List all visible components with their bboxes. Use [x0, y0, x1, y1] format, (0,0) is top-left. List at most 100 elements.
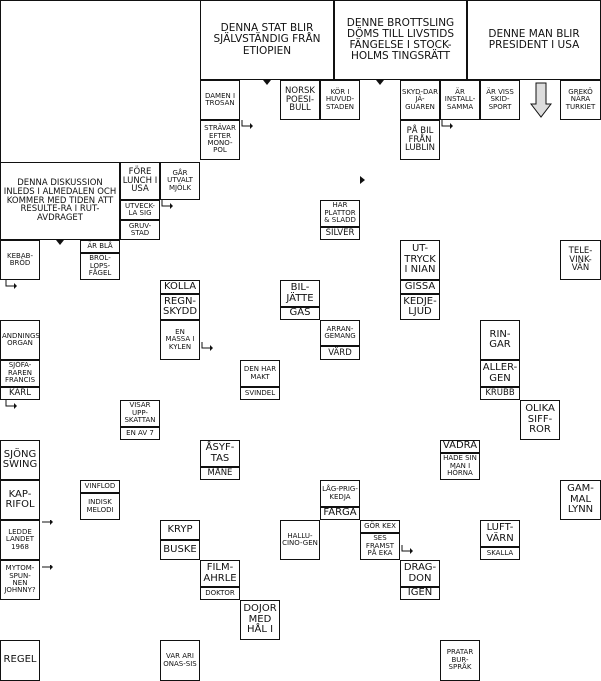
- clue-text: UTVECK-LA SIG: [125, 201, 155, 217]
- clue-strav[interactable]: STRÄVAR EFTER MONO-POL: [200, 120, 240, 160]
- clue-vinflod[interactable]: VINFLOD: [80, 480, 120, 493]
- clue-hade[interactable]: HADE SIN MAN I HÖRNA: [440, 453, 480, 480]
- clue-text: LÅG-PRIG-KEDJA: [322, 485, 358, 501]
- hook-arrow-icon: [201, 342, 213, 351]
- clue-biljatte[interactable]: BIL-JÄTTE: [280, 280, 320, 307]
- clue-brottsling[interactable]: DENNE BROTTSLING DÖMS TILL LIVSTIDS FÄNG…: [334, 0, 467, 80]
- clue-text: KÖR I HUVUD-STADEN: [325, 87, 355, 111]
- clue-text: ÄR VISS SKID-SPORT: [486, 87, 514, 111]
- clue-svindel[interactable]: SVINDEL: [240, 387, 280, 400]
- clue-ar-bla[interactable]: ÄR BLÅ: [80, 240, 120, 253]
- clue-asyf[interactable]: ÅSYF-TAS: [200, 440, 240, 467]
- clue-text: LUFT-VÄRN: [486, 522, 514, 544]
- clue-norsk[interactable]: NORSK POESI-BULL: [280, 80, 320, 120]
- clue-skyddar[interactable]: SKYD-DAR JÄ-GUAREN: [400, 80, 440, 120]
- clue-text: RIN-GAR: [489, 328, 511, 350]
- clue-text: IGEN: [407, 587, 433, 599]
- clue-text: ARRAN-GEMANG: [324, 324, 356, 340]
- clue-dojor[interactable]: DOJOR MED HÅL I: [240, 600, 280, 640]
- clue-doktor[interactable]: DOKTOR: [200, 587, 240, 600]
- clue-silver[interactable]: SILVER: [320, 227, 360, 240]
- big-down-arrow-icon: [530, 82, 552, 118]
- clue-damen[interactable]: DAMEN I TROSAN: [200, 80, 240, 120]
- clue-regel[interactable]: REGEL: [0, 640, 40, 681]
- clue-gar[interactable]: GÅR UTVALT MJÖLK: [160, 162, 200, 200]
- clue-sjofar[interactable]: SJÖFA-RAREN FRANCIS: [0, 360, 40, 387]
- clue-uttryck[interactable]: UT-TRYCK I NIAN: [400, 240, 440, 280]
- clue-mytom[interactable]: MYTOM-SPUN-NEN JOHNNY?: [0, 560, 40, 600]
- clue-har-plattor[interactable]: HAR PLATTOR & SLADD: [320, 200, 360, 227]
- clue-text: VÄRD: [328, 347, 352, 358]
- clue-fore[interactable]: FÖRE LUNCH I USA: [120, 162, 160, 200]
- clue-kedje[interactable]: KEDJE-LJUD: [400, 294, 440, 320]
- clue-gas[interactable]: GAS: [280, 307, 320, 320]
- clue-vard[interactable]: VÄRD: [320, 346, 360, 360]
- clue-text: HAR PLATTOR & SLADD: [324, 201, 356, 225]
- clue-gissa[interactable]: GISSA: [400, 280, 440, 294]
- clue-kolla[interactable]: KOLLA: [160, 280, 200, 294]
- clue-arrang[interactable]: ARRAN-GEMANG: [320, 320, 360, 346]
- clue-text: MYTOM-SPUN-NEN JOHNNY?: [4, 564, 36, 595]
- clue-sjong[interactable]: SJÖNG SWING: [0, 440, 40, 480]
- clue-kor[interactable]: KÖR I HUVUD-STADEN: [320, 80, 360, 120]
- clue-ringar[interactable]: RIN-GAR: [480, 320, 520, 360]
- clue-pratar[interactable]: PRATAR BUR-SPRÅK: [440, 640, 480, 681]
- clue-krubb[interactable]: KRUBB: [480, 387, 520, 400]
- clue-film[interactable]: FILM-AHRLE: [200, 560, 240, 587]
- clue-andnings[interactable]: ANDNINGS-ORGAN: [0, 320, 40, 360]
- clue-skalla[interactable]: SKALLA: [480, 547, 520, 560]
- clue-text: DENNE BROTTSLING DÖMS TILL LIVSTIDS FÄNG…: [346, 16, 455, 63]
- clue-diskussion[interactable]: DENNA DISKUSSION INLEDS I ALMEDALEN OCH …: [0, 162, 120, 240]
- empty-corner: [0, 0, 200, 162]
- clue-karl[interactable]: KÄRL: [0, 387, 40, 400]
- clue-text: KEBAB-BRÖD: [7, 251, 33, 267]
- clue-kebab[interactable]: KEBAB-BRÖD: [0, 240, 40, 280]
- clue-denna-stat[interactable]: DENNA STAT BLIR SJÄLVSTÄNDIG FRÅN ETIOPI…: [200, 0, 334, 80]
- clue-indisk[interactable]: INDISK MELODI: [80, 493, 120, 520]
- clue-regn[interactable]: REGN-SKYDD: [160, 294, 200, 320]
- clue-text: UT-TRYCK I NIAN: [404, 243, 436, 276]
- clue-text: FILM-AHRLE: [203, 562, 237, 584]
- clue-vadra[interactable]: VÄDRA: [440, 440, 480, 453]
- clue-ar-install[interactable]: ÄR INSTALL-SAMMA: [440, 80, 480, 120]
- clue-utveck[interactable]: UTVECK-LA SIG: [120, 200, 160, 220]
- clue-gruv[interactable]: GRUV-STAD: [120, 220, 160, 240]
- clue-pa-bil[interactable]: PÅ BIL FRÅN LUBLIN: [400, 120, 440, 160]
- clue-visar[interactable]: VISAR UPP-SKATTAN: [120, 400, 160, 427]
- clue-halluc[interactable]: HALLU-CINO-GEN: [280, 520, 320, 560]
- clue-ledde[interactable]: LEDDE LANDET 1968: [0, 520, 40, 560]
- hook-arrow-icon: [241, 120, 253, 129]
- clue-text: BIL-JÄTTE: [286, 282, 314, 304]
- clue-olika[interactable]: OLIKA SIFF-ROR: [520, 400, 560, 440]
- clue-gammal[interactable]: GAM-MAL LYNN: [560, 480, 601, 520]
- clue-text: KRYP: [167, 523, 193, 535]
- clue-denne-man[interactable]: DENNE MAN BLIR PRESIDENT I USA: [467, 0, 601, 80]
- clue-text: BUSKE: [163, 543, 197, 555]
- clue-mane[interactable]: MÅNE: [200, 467, 240, 480]
- clue-viss[interactable]: ÄR VISS SKID-SPORT: [480, 80, 520, 120]
- clue-luft[interactable]: LUFT-VÄRN: [480, 520, 520, 547]
- clue-kap[interactable]: KAP-RIFOL: [0, 480, 40, 520]
- clue-igen[interactable]: IGEN: [400, 587, 440, 600]
- clue-ses[interactable]: SES FRAMST PÅ EKA: [360, 533, 400, 560]
- clue-televink[interactable]: TELE-VINK-VÄN: [560, 240, 601, 280]
- clue-en-av-7[interactable]: EN AV 7: [120, 427, 160, 440]
- clue-farga[interactable]: FÄRGA: [320, 507, 360, 520]
- clue-text: INDISK MELODI: [86, 498, 114, 514]
- clue-text: BRÖL-LOPS-FÅGEL: [88, 254, 112, 278]
- clue-gor-kex[interactable]: GÖR KEX: [360, 520, 400, 533]
- clue-text: GREKÖ NÄRA TURKIET: [565, 87, 596, 111]
- clue-aller[interactable]: ALLER-GEN: [480, 360, 520, 387]
- clue-massa[interactable]: EN MASSA I KYLEN: [160, 320, 200, 360]
- clue-buske[interactable]: BUSKE: [160, 540, 200, 560]
- clue-brol[interactable]: BRÖL-LOPS-FÅGEL: [80, 253, 120, 280]
- clue-lagprig[interactable]: LÅG-PRIG-KEDJA: [320, 480, 360, 507]
- clue-den-har[interactable]: DEN HAR MAKT: [240, 360, 280, 387]
- clue-text: FÖRE LUNCH I USA: [122, 166, 158, 195]
- clue-var-ari[interactable]: VAR ARI ONAS-SIS: [160, 640, 200, 681]
- clue-dragdon[interactable]: DRAG-DON: [400, 560, 440, 587]
- clue-text: GAS: [289, 307, 311, 319]
- clue-text: ÅSYF-TAS: [205, 442, 235, 464]
- clue-greko[interactable]: GREKÖ NÄRA TURKIET: [560, 80, 601, 120]
- clue-kryp[interactable]: KRYP: [160, 520, 200, 540]
